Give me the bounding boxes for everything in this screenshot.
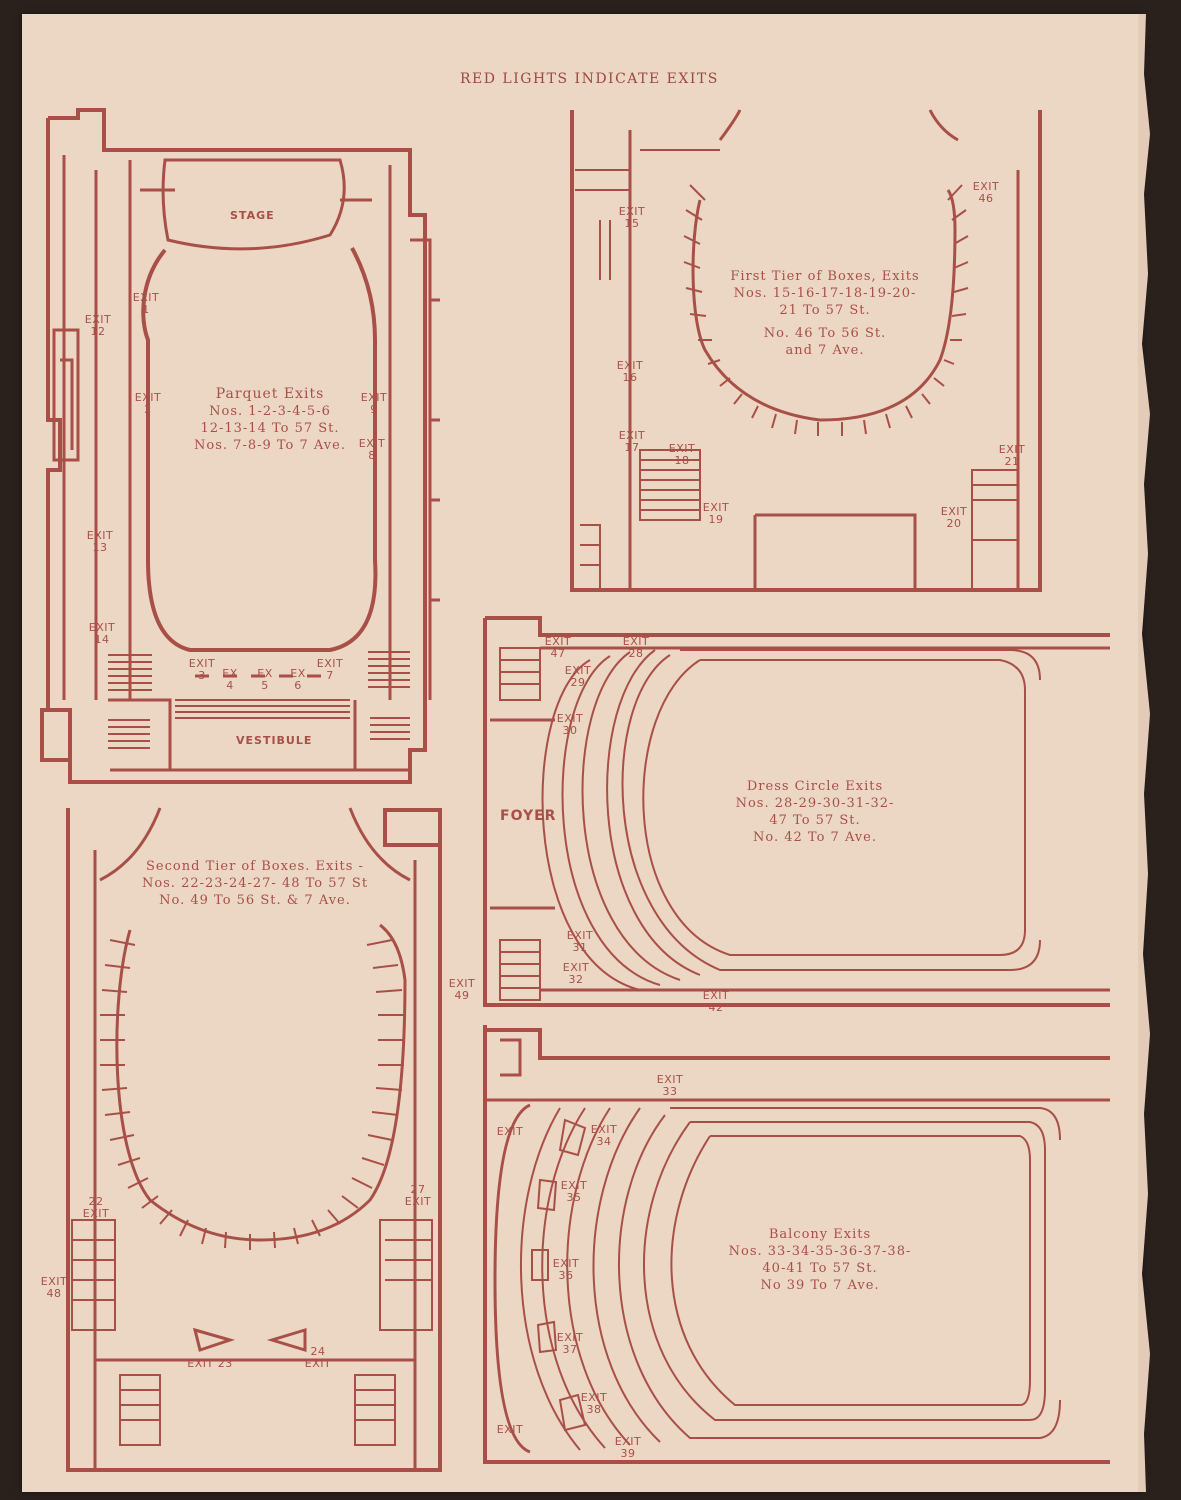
exit-label-8: EXIT 8 <box>358 437 386 462</box>
exit-label-30: EXIT 30 <box>556 712 584 737</box>
balcony-line-1: Nos. 33-34-35-36-37-38- <box>728 1244 912 1259</box>
parquet-title: Parquet Exits <box>215 386 325 402</box>
exit-label-5: EX 5 <box>257 667 273 692</box>
dress-circle-title: Dress Circle Exits <box>746 779 884 794</box>
exit-label-35: EXIT 35 <box>560 1179 588 1204</box>
page-header: RED LIGHTS INDICATE EXITS <box>460 71 719 87</box>
exit-label-balcony-lower: EXIT <box>496 1423 524 1436</box>
exit-label-24: 24 EXIT <box>304 1345 332 1370</box>
exit-label-34: EXIT 34 <box>590 1123 618 1148</box>
second-tier-line-1: Nos. 22-23-24-27- 48 To 57 St <box>141 876 369 891</box>
exit-label-13: EXIT 13 <box>86 529 114 554</box>
exit-label-32: EXIT 32 <box>562 961 590 986</box>
first-tier-plan <box>570 109 1042 592</box>
exit-label-9: EXIT 9 <box>360 391 388 416</box>
dress-circle-exits-block: Dress Circle Exits Nos. 28-29-30-31-32- … <box>715 778 915 846</box>
exit-label-12: EXIT 12 <box>84 313 112 338</box>
first-tier-title: First Tier of Boxes, Exits <box>730 269 920 284</box>
parquet-line-3: Nos. 7-8-9 To 7 Ave. <box>194 438 346 453</box>
exit-label-3: EXIT 3 <box>188 657 216 682</box>
vestibule-label: VESTIBULE <box>236 734 313 747</box>
dress-circle-line-2: 47 To 57 St. <box>769 813 861 828</box>
exit-label-23: EXIT 23 <box>187 1357 233 1370</box>
second-tier-exits-block: Second Tier of Boxes. Exits - Nos. 22-23… <box>125 858 385 909</box>
exit-label-37: EXIT 37 <box>556 1331 584 1356</box>
exit-label-28: EXIT 28 <box>622 635 650 660</box>
first-tier-line-4: and 7 Ave. <box>785 343 865 358</box>
exit-label-19: EXIT 19 <box>702 501 730 526</box>
first-tier-line-3: No. 46 To 56 St. <box>763 326 887 341</box>
exit-label-38: EXIT 38 <box>580 1391 608 1416</box>
exit-label-17: EXIT 17 <box>618 429 646 454</box>
second-tier-title: Second Tier of Boxes. Exits - <box>146 859 364 874</box>
balcony-plan <box>483 1025 1110 1464</box>
exit-label-31: EXIT 31 <box>566 929 594 954</box>
exit-label-4: EX 4 <box>222 667 238 692</box>
exit-label-15: EXIT 15 <box>618 205 646 230</box>
stage-label: STAGE <box>230 209 275 222</box>
exit-label-14: EXIT 14 <box>88 621 116 646</box>
exit-label-48: EXIT 48 <box>40 1275 68 1300</box>
parquet-exits-block: Parquet Exits Nos. 1-2-3-4-5-6 12-13-14 … <box>160 386 380 454</box>
parquet-line-2: 12-13-14 To 57 St. <box>200 421 340 436</box>
exit-label-2: EXIT 2 <box>134 391 162 416</box>
balcony-line-2: 40-41 To 57 St. <box>762 1261 878 1276</box>
dress-circle-line-3: No. 42 To 7 Ave. <box>753 830 877 845</box>
exit-label-7: EXIT 7 <box>316 657 344 682</box>
exit-label-22: 22 EXIT <box>82 1195 110 1220</box>
first-tier-line-2: 21 To 57 St. <box>779 303 871 318</box>
exit-label-46: EXIT 46 <box>972 180 1000 205</box>
exit-label-balcony-upper: EXIT <box>496 1125 524 1138</box>
exit-label-16: EXIT 16 <box>616 359 644 384</box>
exit-label-39: EXIT 39 <box>614 1435 642 1460</box>
second-tier-line-2: No. 49 To 56 St. & 7 Ave. <box>159 893 351 908</box>
parquet-line-1: Nos. 1-2-3-4-5-6 <box>209 404 331 419</box>
first-tier-line-1: Nos. 15-16-17-18-19-20- <box>733 286 917 301</box>
parquet-plan <box>40 108 440 784</box>
dress-circle-line-1: Nos. 28-29-30-31-32- <box>735 796 895 811</box>
exit-label-27: 27 EXIT <box>404 1183 432 1208</box>
exit-label-1: EXIT 1 <box>132 291 160 316</box>
exit-label-33: EXIT 33 <box>656 1073 684 1098</box>
exit-label-18: EXIT 18 <box>668 442 696 467</box>
exit-label-6: EX 6 <box>290 667 306 692</box>
balcony-line-3: No 39 To 7 Ave. <box>760 1278 880 1293</box>
foyer-label: FOYER <box>500 808 557 824</box>
dress-circle-plan <box>483 616 1110 1007</box>
exit-label-42: EXIT 42 <box>702 989 730 1014</box>
second-tier-plan <box>66 807 442 1472</box>
exit-label-36: EXIT 36 <box>552 1257 580 1282</box>
exit-label-47: EXIT 47 <box>544 635 572 660</box>
first-tier-exits-block: First Tier of Boxes, Exits Nos. 15-16-17… <box>730 268 920 359</box>
exit-label-21: EXIT 21 <box>998 443 1026 468</box>
exit-label-20: EXIT 20 <box>940 505 968 530</box>
torn-page-edge <box>1138 14 1158 1492</box>
balcony-exits-block: Balcony Exits Nos. 33-34-35-36-37-38- 40… <box>720 1226 920 1294</box>
balcony-title: Balcony Exits <box>768 1227 872 1242</box>
exit-label-29: EXIT 29 <box>564 664 592 689</box>
exit-label-49: EXIT 49 <box>448 977 476 1002</box>
